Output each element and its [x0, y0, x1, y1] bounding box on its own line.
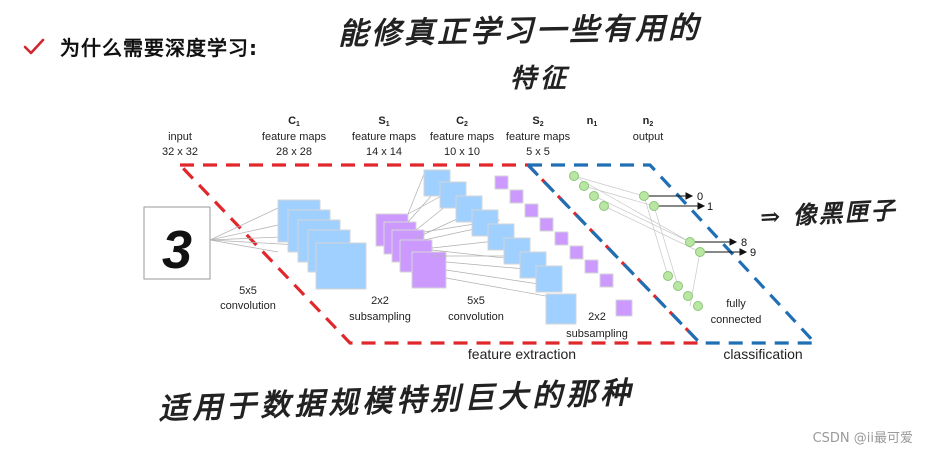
output-node [685, 237, 695, 247]
c1-feature-maps [277, 199, 367, 290]
n1-node [693, 301, 703, 311]
c2-size: 10 x 10 [444, 146, 480, 158]
bullet-row: 为什么需要深度学习: [22, 32, 258, 61]
output-label-1: 1 [707, 201, 713, 213]
n1-node [599, 201, 609, 211]
n2-name: output [633, 131, 664, 143]
classification-label: classification [723, 346, 802, 362]
classification-frame [524, 163, 819, 345]
conv1-label: convolution [220, 300, 276, 312]
c1-map-front [315, 242, 367, 290]
conv2-label: convolution [448, 311, 504, 323]
s2-map [494, 175, 509, 190]
s2-map [524, 203, 539, 218]
output-label-0: 0 [697, 191, 703, 203]
s1-size: 14 x 14 [366, 146, 402, 158]
s2-feature-maps [494, 175, 633, 317]
c1-name: feature maps [262, 131, 327, 143]
n2-symbol: n2 [643, 115, 654, 128]
s1-feature-maps [375, 213, 447, 289]
conv1-kernel: 5x5 [239, 285, 257, 297]
conv2-kernel: 5x5 [467, 295, 485, 307]
s2-map [539, 217, 554, 232]
fc-label-1: fully [726, 298, 746, 310]
s1-symbol: S1 [378, 115, 389, 128]
feature-extraction-frame [176, 163, 704, 345]
s2-symbol: S2 [532, 115, 543, 128]
fc-label-2: connected [711, 314, 762, 326]
s1-map-front [411, 251, 447, 289]
n2-nodes [639, 191, 705, 257]
c2-map-front [545, 293, 577, 325]
output-label-9: 9 [750, 247, 756, 259]
bullet-title: 为什么需要深度学习: [60, 36, 258, 60]
fc-connections [573, 175, 701, 307]
checkmark-icon [23, 38, 45, 54]
output-node [695, 247, 705, 257]
s2-size: 5 x 5 [526, 146, 550, 158]
s2-map [569, 245, 584, 260]
n1-node [673, 281, 683, 291]
n1-node [569, 171, 579, 181]
s2-map [599, 273, 614, 288]
c1-symbol: C1 [288, 115, 300, 128]
s2-map-front [615, 299, 633, 317]
handwritten-note-top-line2: 特征 [510, 64, 571, 94]
n1-node [579, 181, 589, 191]
s2-map [509, 189, 524, 204]
c2-symbol: C2 [456, 115, 468, 128]
output-node [649, 201, 659, 211]
input-image [143, 206, 211, 280]
sub2-label: subsampling [566, 328, 628, 340]
sub1-label: subsampling [349, 311, 411, 323]
csdn-watermark: CSDN @ii最可爱 [812, 431, 913, 446]
n1-nodes [569, 171, 703, 311]
output-node [639, 191, 649, 201]
output-arrows [649, 192, 748, 256]
input-digit: 3 [162, 220, 192, 280]
n1-node [663, 271, 673, 281]
feature-extraction-label: feature extraction [468, 346, 576, 362]
s2-map [584, 259, 599, 274]
n1-node [589, 191, 599, 201]
input-label: input [168, 131, 192, 143]
c2-map [535, 265, 563, 293]
c2-feature-maps [423, 169, 577, 325]
output-label-8: 8 [741, 237, 747, 249]
s1-name: feature maps [352, 131, 417, 143]
sub1-kernel: 2x2 [371, 295, 389, 307]
c1-size: 28 x 28 [276, 146, 312, 158]
s2-map [554, 231, 569, 246]
n1-node [683, 291, 693, 301]
n1-symbol: n1 [587, 115, 598, 128]
sub2-kernel: 2x2 [588, 311, 606, 323]
c2-name: feature maps [430, 131, 495, 143]
input-size: 32 x 32 [162, 146, 198, 158]
s2-name: feature maps [506, 131, 571, 143]
